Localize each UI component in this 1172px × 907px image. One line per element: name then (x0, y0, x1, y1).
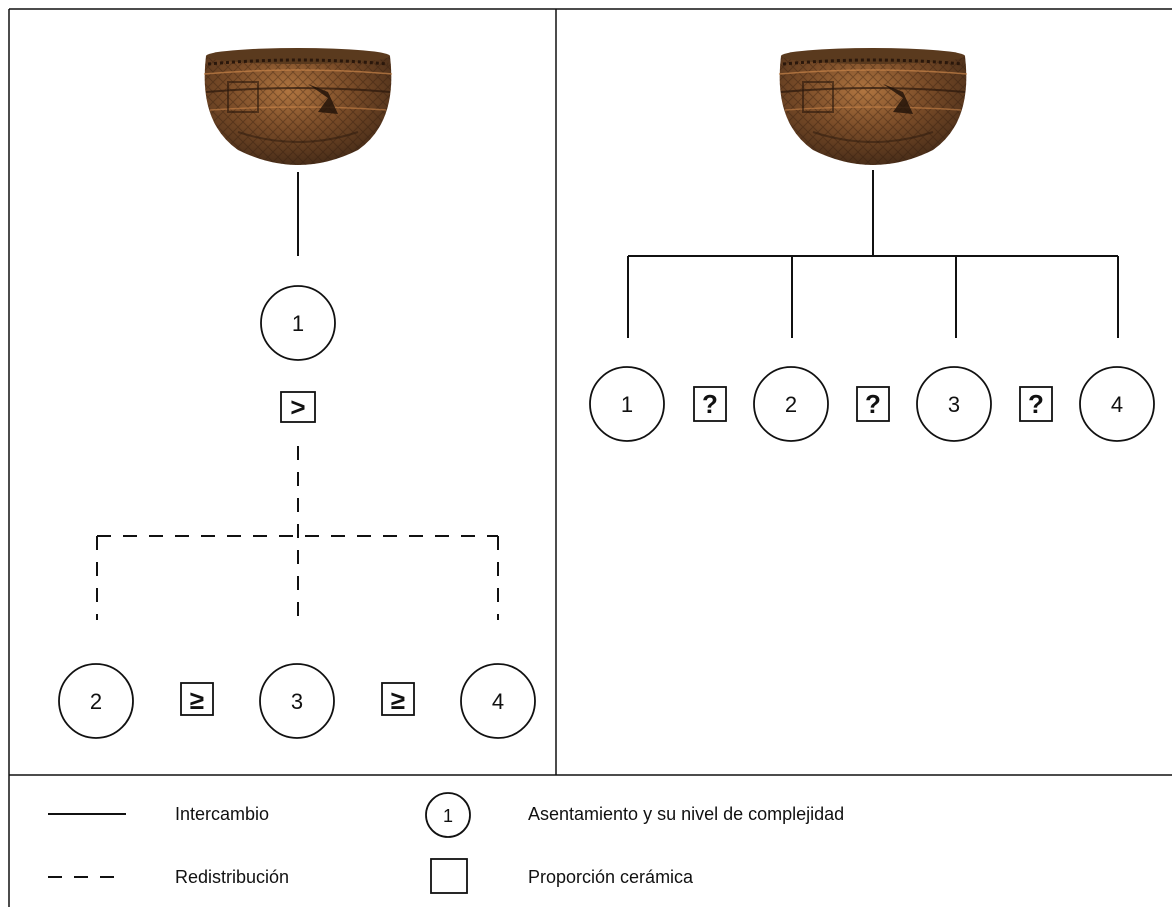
settlement-node-label: 2 (90, 689, 102, 714)
ceramic-proportion-box-top: > (280, 391, 316, 423)
settlement-node-bottom-1: 2 (58, 663, 134, 739)
ceramic-proportion-box-right-3: ? (1019, 386, 1053, 422)
legend-node-sample-label: 1 (443, 806, 453, 826)
legend-ceramic-proportion-label: Proporción cerámica (528, 867, 694, 887)
legend-settlement-label: Asentamiento y su nivel de complejidad (528, 804, 844, 824)
legend-node-sample: 1 (425, 792, 471, 838)
settlement-node-right-1: 1 (589, 366, 665, 442)
ceramic-proportion-box-right-2: ? (856, 386, 890, 422)
legend-redistribution-label: Redistribución (175, 867, 289, 887)
unknown-proportion-symbol: ? (702, 389, 718, 419)
legend-square-sample (430, 858, 468, 894)
settlement-node-label: 4 (1111, 392, 1123, 417)
settlement-node-top: 1 (260, 285, 336, 361)
ceramic-proportion-box-bottom-2: ≥ (381, 682, 415, 716)
ceramic-proportion-box-right-1: ? (693, 386, 727, 422)
ceramic-proportion-box-bottom-1: ≥ (180, 682, 214, 716)
redistribution-lines (96, 446, 499, 620)
settlement-node-right-3: 3 (916, 366, 992, 442)
settlement-node-label: 2 (785, 392, 797, 417)
diagram-frame (8, 8, 1172, 907)
ceramic-bowl-image-right (777, 46, 969, 167)
ceramic-proportion-symbol: > (290, 392, 305, 422)
settlement-node-label: 3 (291, 689, 303, 714)
ceramic-proportion-symbol: ≥ (391, 685, 405, 715)
left-panel: 1 > 2 ≥ 3 ≥ 4 (58, 46, 536, 739)
legend-exchange-label: Intercambio (175, 804, 269, 824)
settlement-node-label: 3 (948, 392, 960, 417)
settlement-node-label: 4 (492, 689, 504, 714)
settlement-node-right-2: 2 (753, 366, 829, 442)
right-panel: 1 ? 2 ? 3 ? 4 (589, 46, 1155, 442)
settlement-node-label: 1 (292, 311, 304, 336)
settlement-node-bottom-3: 4 (460, 663, 536, 739)
unknown-proportion-symbol: ? (865, 389, 881, 419)
settlement-node-right-4: 4 (1079, 366, 1155, 442)
legend: Intercambio Redistribución 1 Asentamient… (48, 792, 844, 894)
settlement-node-bottom-2: 3 (259, 663, 335, 739)
unknown-proportion-symbol: ? (1028, 389, 1044, 419)
exchange-lines-right (627, 170, 1119, 338)
ceramic-bowl-image-left (202, 46, 394, 167)
settlement-node-label: 1 (621, 392, 633, 417)
ceramic-proportion-symbol: ≥ (190, 685, 204, 715)
